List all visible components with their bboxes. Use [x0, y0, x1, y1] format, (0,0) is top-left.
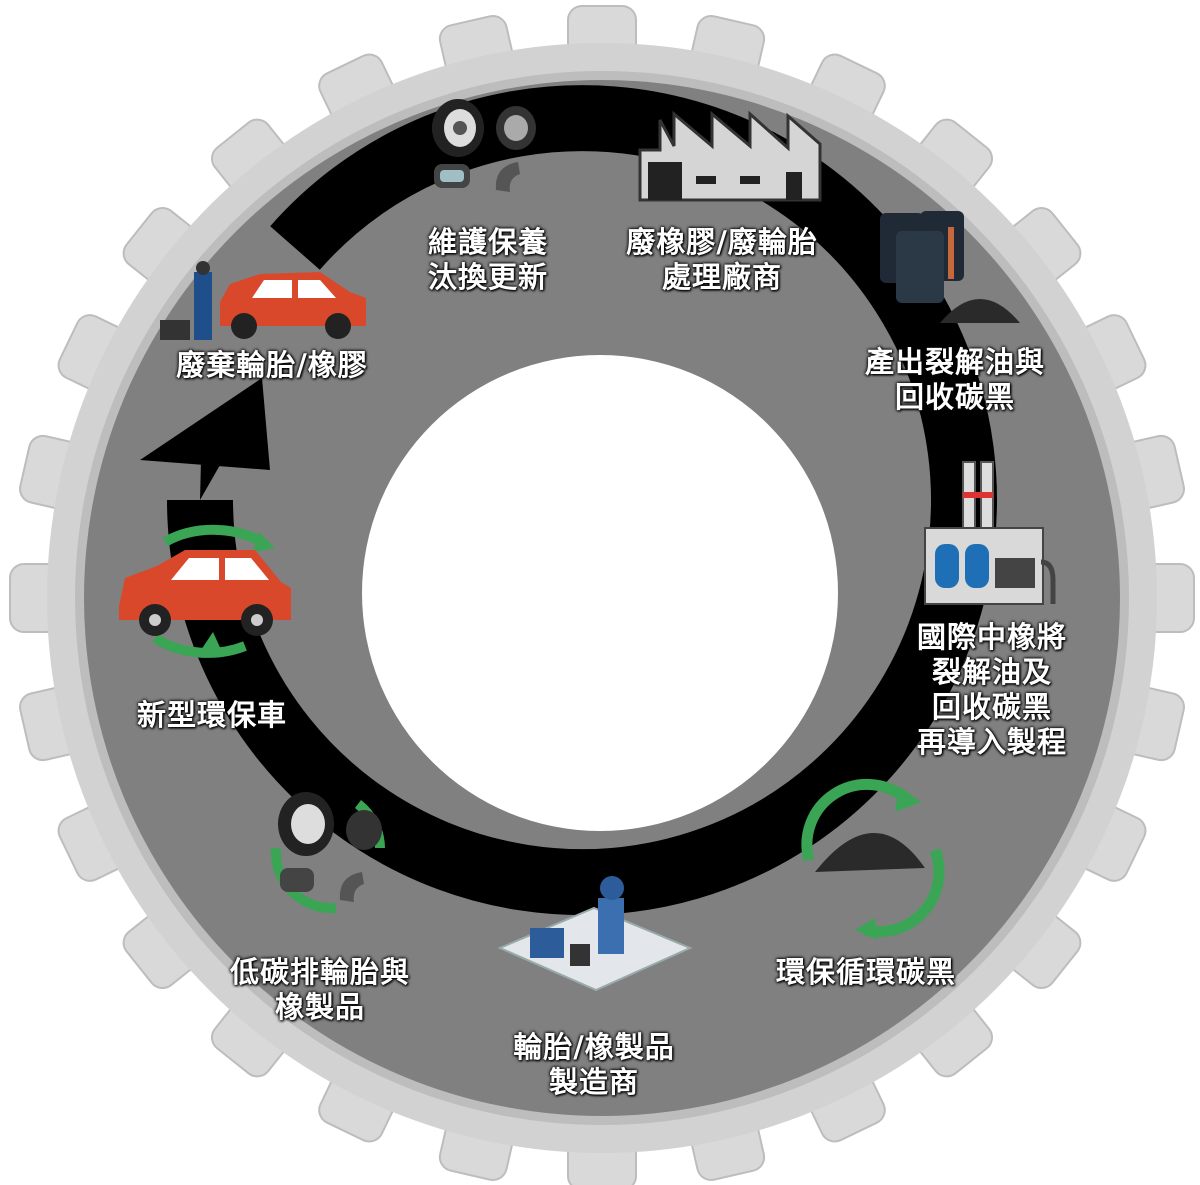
label-recycled-carbon: 環保循環碳黑 — [775, 955, 957, 989]
tire-parts-recycle-icon — [270, 792, 385, 914]
carbon-black-recycle-icon — [801, 778, 945, 940]
refinery-plant-icon — [924, 461, 1056, 605]
label-processor: 廢橡膠/廢輪胎處理廠商 — [626, 225, 818, 294]
label-low-carbon: 低碳排輪胎與橡製品 — [229, 955, 411, 1024]
hub — [362, 355, 838, 831]
cycle-arrowhead — [140, 378, 270, 470]
label-manufacturer: 輪胎/橡製品製造商 — [513, 1030, 675, 1099]
manufacturing-machine-icon — [497, 876, 693, 992]
label-pyrolysis: 產出裂解油與回收碳黑 — [864, 345, 1046, 414]
cycle-path — [167, 85, 997, 916]
label-maintenance: 維護保養汰換更新 — [427, 225, 549, 294]
factory-icon — [638, 110, 822, 202]
oil-barrels-icon — [880, 211, 1020, 323]
label-reintroduce: 國際中橡將裂解油及 回收碳黑再導入製程 — [916, 620, 1068, 759]
label-waste: 廢棄輪胎/橡膠 — [176, 348, 368, 382]
label-eco-car: 新型環保車 — [136, 698, 288, 732]
tire-parts-icon — [432, 99, 536, 192]
tire-change-mechanic-icon — [160, 261, 366, 340]
car-recycle-icon — [119, 524, 291, 658]
